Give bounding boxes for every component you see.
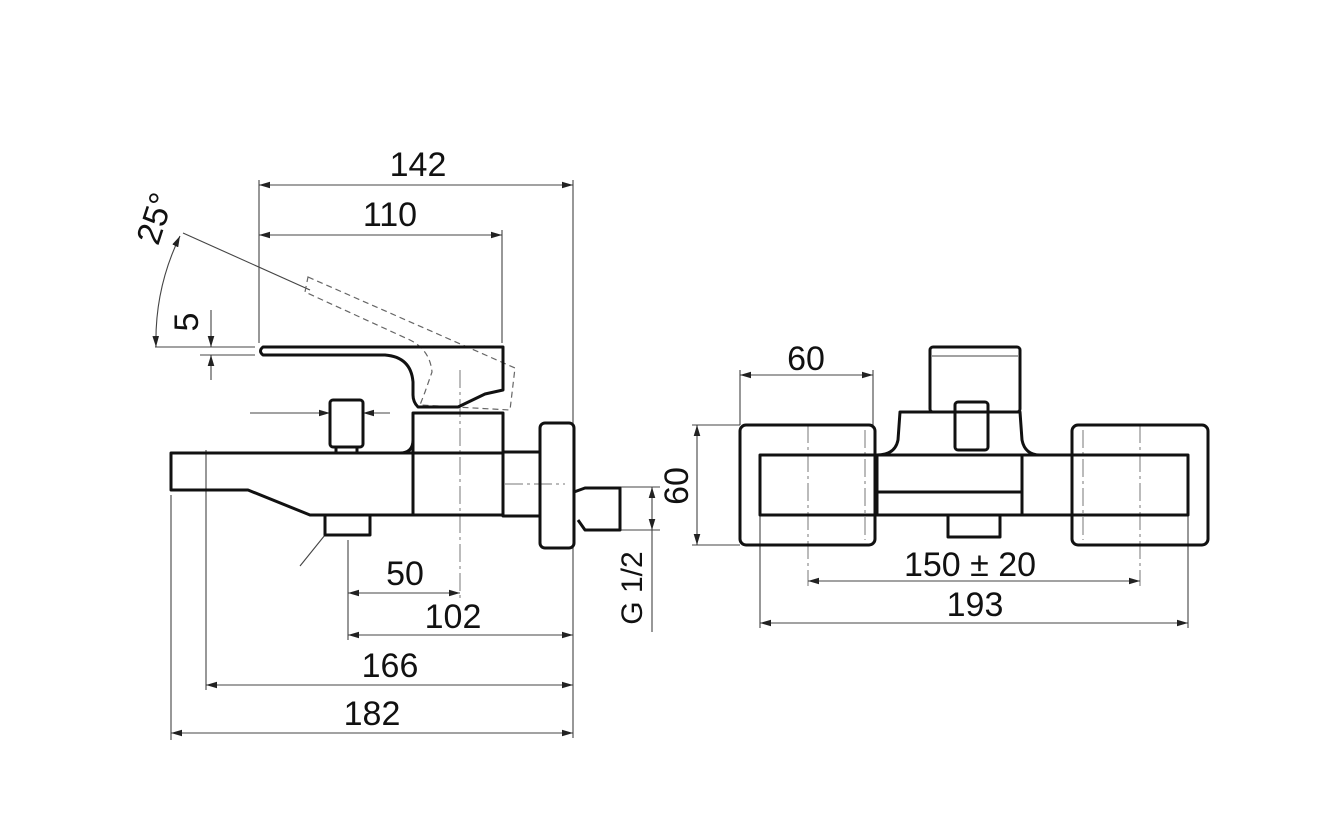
center-body — [875, 453, 1024, 517]
wall-flange — [538, 421, 576, 550]
front-view: 60 60 150 ± 20 193 — [658, 340, 1210, 628]
aerator — [323, 513, 372, 537]
dim-193-label: 193 — [947, 586, 1004, 624]
dim-60-width-label: 60 — [787, 340, 825, 378]
center-lines — [807, 425, 1141, 586]
spout — [169, 451, 415, 517]
dim-60-height-label: 60 — [658, 467, 696, 505]
dim-102-label: 102 — [425, 598, 482, 636]
lever-open-position — [304, 276, 516, 411]
dim-50-label: 50 — [386, 555, 424, 593]
dim-166-label: 166 — [362, 647, 419, 685]
right-flange — [1070, 423, 1210, 547]
side-view: 142 110 25° 5 50 102 166 182 G 1/2 — [130, 146, 660, 740]
dim-110-label: 110 — [363, 196, 417, 234]
dimension-lines — [693, 371, 1188, 627]
left-flange — [738, 423, 877, 547]
thread-label: G 1/2 — [616, 551, 649, 624]
dim-142-label: 142 — [390, 146, 447, 184]
body-lower — [411, 451, 505, 517]
lever-top — [928, 345, 1022, 414]
diverter-button — [328, 398, 365, 449]
angle-label: 25° — [130, 188, 182, 249]
extension-lines — [692, 370, 1189, 628]
dim-182-label: 182 — [344, 695, 401, 733]
outlet — [946, 513, 1002, 539]
dimension-lines — [152, 181, 656, 737]
body-upper — [411, 411, 505, 455]
main-bar — [758, 453, 1190, 517]
diverter-stem — [334, 445, 359, 455]
diverter-knob — [953, 400, 990, 452]
dim-centers-label: 150 ± 20 — [904, 546, 1036, 584]
dim-5-label: 5 — [168, 313, 206, 332]
body-neck — [399, 413, 415, 455]
eccentric-fitting — [573, 486, 622, 532]
lever-handle — [259, 345, 505, 409]
